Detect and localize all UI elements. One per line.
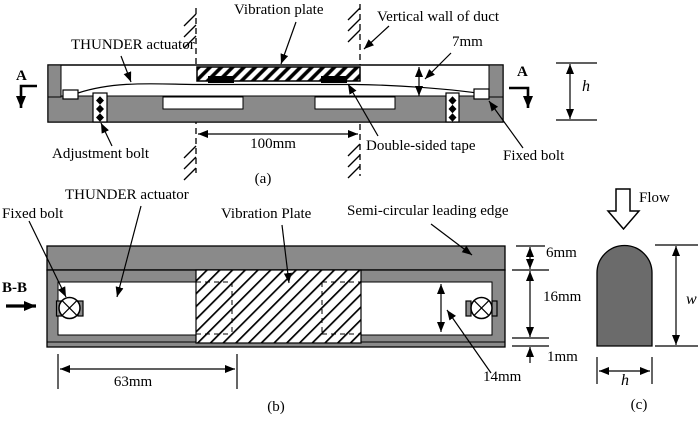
adjustment-bolt-left [92,92,108,123]
label-flow: Flow [639,190,670,206]
view-a-side-section [16,4,597,181]
dim-label-16mm: 16mm [543,289,582,305]
thunder-actuator-curve [77,83,478,94]
dim-label-100mm: 100mm [250,136,296,152]
dim-label-14mm: 14mm [483,369,522,385]
label-vibration-plate-b: Vibration Plate [221,206,312,222]
vibration-plate-b [195,269,362,344]
wall-hatch-ticks [183,7,361,181]
dim-14mm [437,284,492,374]
hidden-edges-dashed [196,281,361,335]
label-fixed-bolt-a: Fixed bolt [503,148,565,164]
dim-h-profile [596,357,653,384]
bolt-symbol-left [55,296,84,320]
dim-label-1mm: 1mm [547,349,578,365]
base-recess-left [162,96,244,110]
dim-label-h-duct: h [582,78,590,95]
base-recess-right [314,96,396,110]
label-thunder-actuator-b: THUNDER actuator [65,187,189,203]
leading-edge-profile-shape [596,244,653,347]
label-vertical-wall: Vertical wall of duct [377,9,500,25]
fixed-bolt-right [473,88,490,100]
dim-h-duct [556,62,597,121]
dim-label-w: w [686,291,697,308]
section-letter-bb: B-B [2,280,28,296]
dim-label-7mm: 7mm [452,34,483,50]
double-sided-tape-right [321,76,347,83]
vibration-plate-a [196,66,361,82]
leader-arrows-a [100,21,524,149]
bolt-symbol-right [465,296,498,320]
label-thunder-actuator-a: THUNDER actuator [71,37,195,53]
dim-label-6mm: 6mm [546,245,577,261]
right-end-block [488,64,504,98]
section-letter-a-right: A [517,64,528,80]
dim-w [655,244,698,347]
leading-edge-bar [46,245,506,271]
view-c-profile [596,188,698,384]
leader-arrows-b [28,205,473,298]
dim-63mm [57,354,238,389]
dim-label-h-profile: h [621,372,629,389]
adjustment-bolt-right [445,92,460,123]
duct-base [47,95,504,123]
section-a-markers [16,84,533,108]
label-vibration-plate-a: Vibration plate [234,2,324,18]
label-leading-edge: Semi-circular leading edge [347,203,509,219]
caption-b: (b) [267,399,285,415]
caption-c: (c) [630,397,648,413]
fixed-bolt-left [62,89,79,100]
section-letter-a-left: A [16,68,27,84]
dim-label-63mm: 63mm [113,374,153,390]
caption-a: (a) [254,171,272,187]
view-b-plan-section [6,205,549,389]
label-fixed-bolt-b: Fixed bolt [2,206,64,222]
left-end-block [47,64,62,98]
double-sided-tape-left [208,76,234,83]
flow-arrow-icon [606,188,641,231]
label-adjustment-bolt: Adjustment bolt [52,146,150,162]
dim-right-chain [512,245,549,363]
label-double-sided-tape: Double-sided tape [366,138,476,154]
